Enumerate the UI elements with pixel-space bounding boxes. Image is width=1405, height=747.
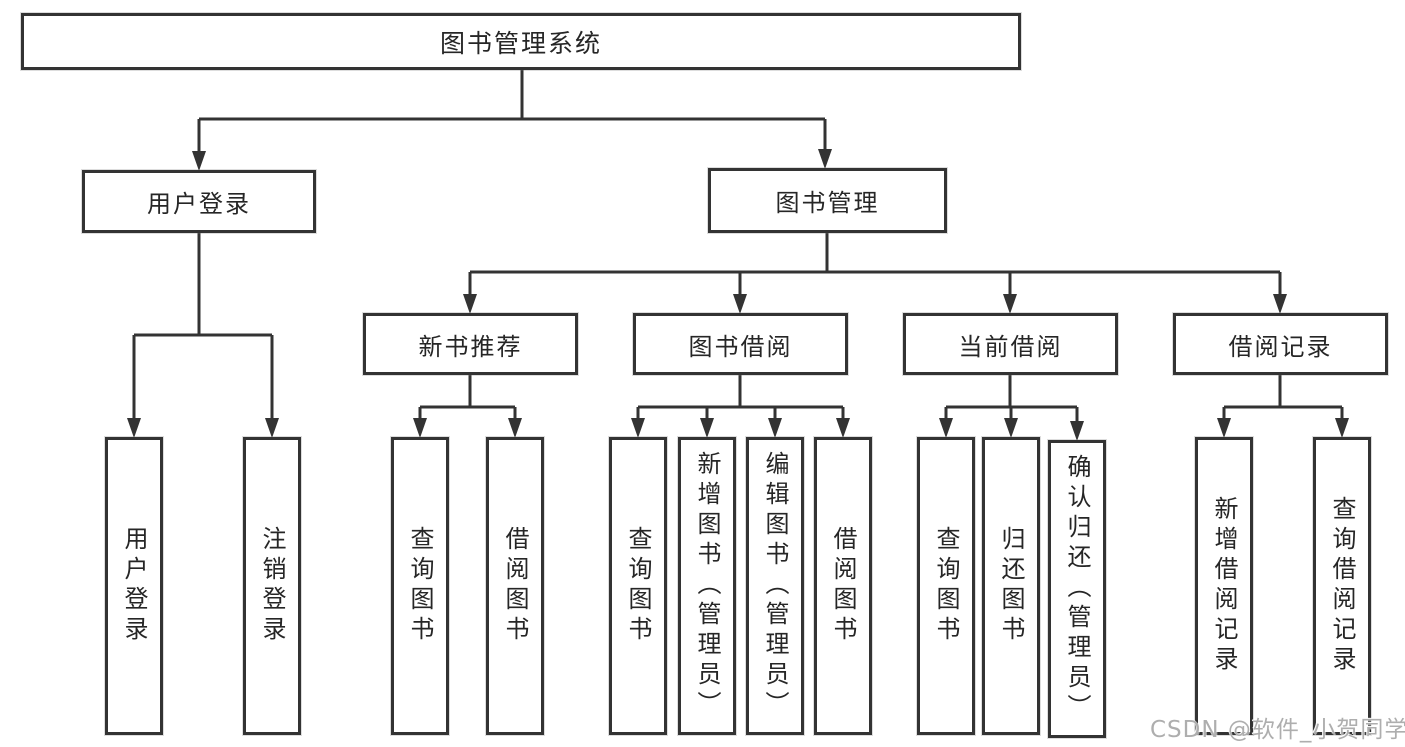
leaf-confirm-return-admin-label: 确认归还（管理员） — [1063, 454, 1091, 724]
connector-user-login-to-leaves — [132, 232, 274, 421]
leaf-return-book: 归还图书 — [982, 437, 1040, 735]
node-user-login: 用户登录 — [82, 170, 316, 233]
node-current-borrow: 当前借阅 — [903, 313, 1118, 375]
leaf-recommend-query-book-label: 查询图书 — [406, 526, 434, 646]
node-current-borrow-label: 当前借阅 — [958, 332, 1063, 361]
arrow-down-icons — [127, 149, 1349, 441]
leaf-borrow-query-book-label: 查询图书 — [624, 526, 652, 646]
node-book-borrow: 图书借阅 — [633, 313, 848, 375]
leaf-borrow-book-label: 借阅图书 — [829, 526, 857, 646]
leaf-logout: 注销登录 — [243, 437, 301, 735]
node-root-label: 图书管理系统 — [439, 28, 602, 58]
leaf-recommend-borrow-book: 借阅图书 — [486, 437, 544, 735]
watermark: CSDN @软件_小贺同学 — [1150, 717, 1405, 743]
node-book-management: 图书管理 — [708, 168, 947, 233]
leaf-user-login: 用户登录 — [105, 437, 163, 735]
leaf-current-query-book-label: 查询图书 — [932, 526, 960, 646]
leaf-edit-book-admin: 编辑图书（管理员） — [746, 437, 804, 735]
node-borrow-record-label: 借阅记录 — [1228, 332, 1333, 361]
leaf-add-borrow-record-label: 新增借阅记录 — [1210, 496, 1238, 676]
leaf-recommend-borrow-book-label: 借阅图书 — [501, 526, 529, 646]
leaf-user-login-label: 用户登录 — [120, 526, 148, 646]
leaf-return-book-label: 归还图书 — [997, 526, 1025, 646]
leaf-recommend-query-book: 查询图书 — [391, 437, 449, 735]
leaf-add-book-admin-label: 新增图书（管理员） — [693, 451, 721, 721]
leaf-edit-book-admin-label: 编辑图书（管理员） — [761, 451, 789, 721]
node-user-login-label: 用户登录 — [147, 190, 251, 218]
leaf-query-borrow-record-label: 查询借阅记录 — [1328, 496, 1356, 676]
connector-book-borrow-to-leaves — [636, 374, 845, 421]
connector-new-book-to-leaves — [418, 374, 517, 421]
leaf-confirm-return-admin: 确认归还（管理员） — [1048, 440, 1106, 738]
leaf-borrow-book: 借阅图书 — [814, 437, 872, 735]
node-borrow-record: 借阅记录 — [1173, 313, 1388, 375]
leaf-add-book-admin: 新增图书（管理员） — [678, 437, 736, 735]
node-root-system: 图书管理系统 — [21, 13, 1021, 70]
node-new-book-recommend-label: 新书推荐 — [418, 332, 523, 361]
leaf-current-query-book: 查询图书 — [917, 437, 975, 735]
connector-current-borrow-to-leaves — [944, 374, 1079, 424]
connector-book-mgmt-to-level3 — [468, 233, 1282, 297]
connector-root-to-level2 — [197, 70, 827, 154]
connector-borrow-record-to-leaves — [1222, 374, 1344, 421]
node-book-management-label: 图书管理 — [775, 189, 880, 217]
leaf-query-borrow-record: 查询借阅记录 — [1313, 437, 1371, 735]
node-new-book-recommend: 新书推荐 — [363, 313, 578, 375]
leaf-borrow-query-book: 查询图书 — [609, 437, 667, 735]
node-book-borrow-label: 图书借阅 — [688, 332, 793, 361]
leaf-logout-label: 注销登录 — [258, 526, 286, 646]
leaf-add-borrow-record: 新增借阅记录 — [1195, 437, 1253, 735]
